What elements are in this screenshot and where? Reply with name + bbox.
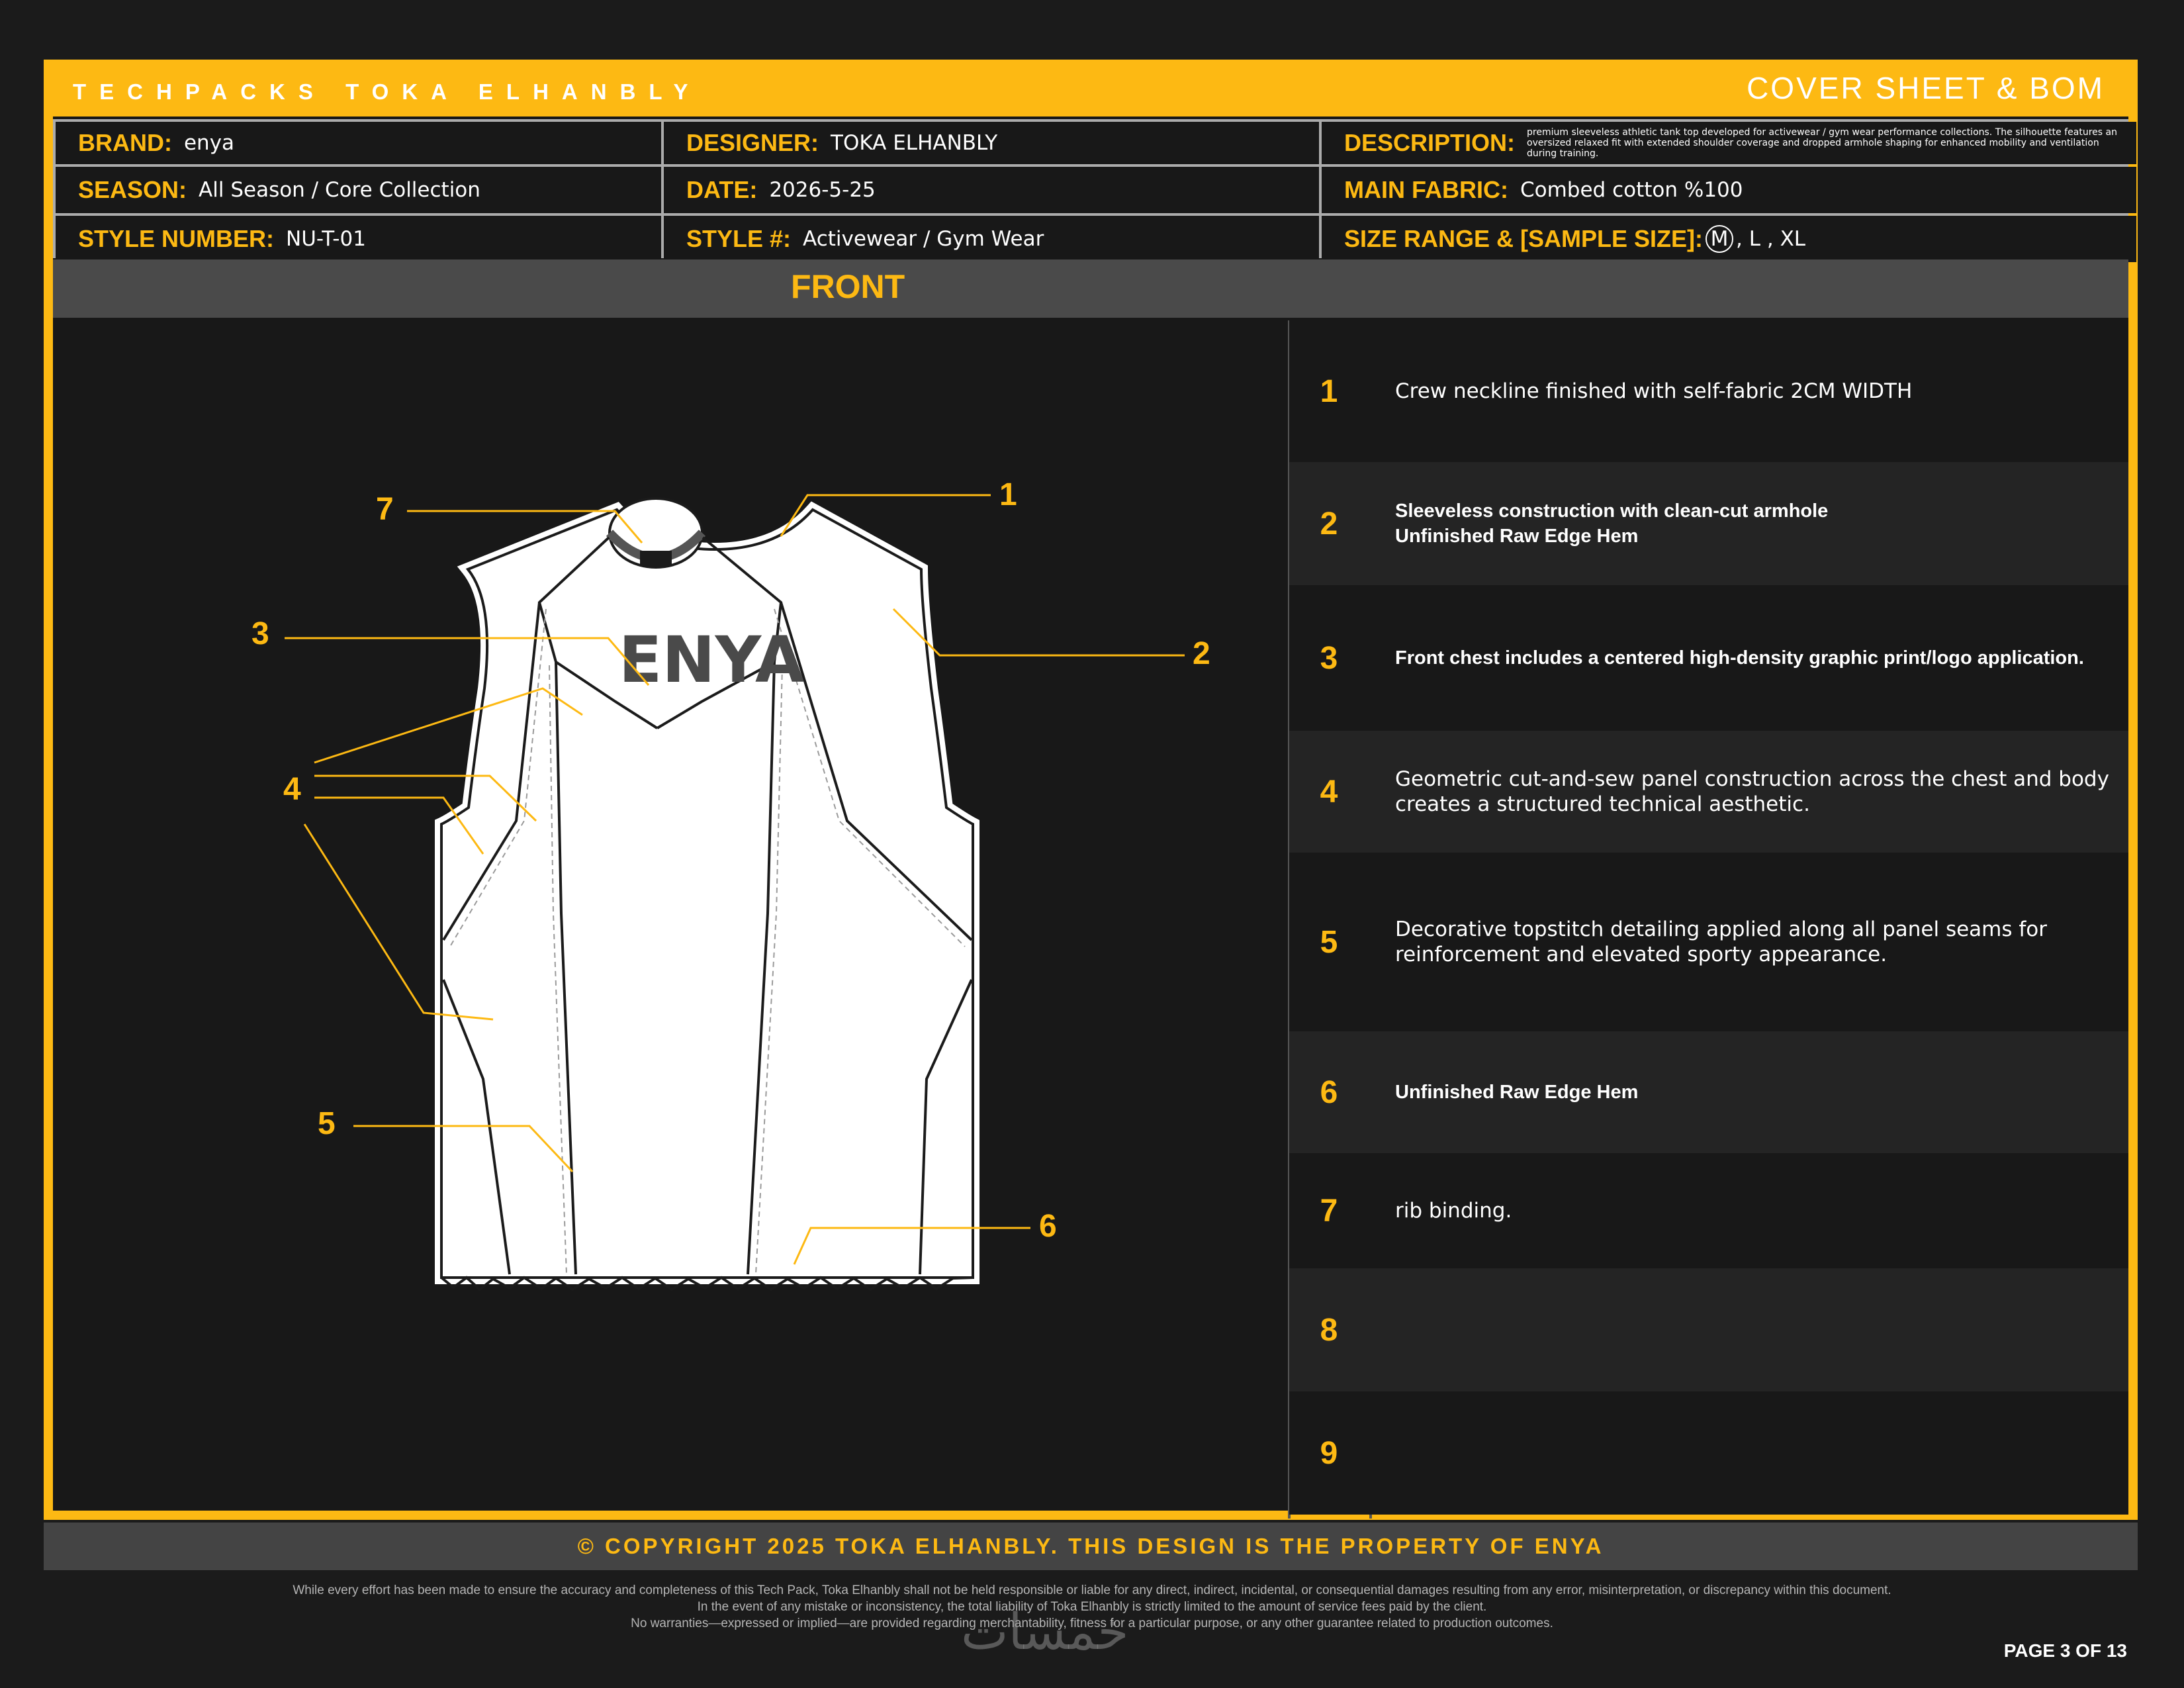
- leader-5: [353, 1125, 574, 1173]
- date-label: DATE:: [686, 176, 758, 203]
- note-number: 9: [1320, 1435, 1338, 1471]
- season-value: All Season / Core Collection: [199, 178, 480, 202]
- note-number: 7: [1320, 1193, 1338, 1229]
- designer-value: TOKA ELHANBLY: [831, 131, 998, 155]
- note-text: Unfinished Raw Edge Hem: [1395, 1082, 1639, 1103]
- style-number-cell: STYLE NUMBER: NU-T-01: [56, 216, 661, 262]
- description-cell: DESCRIPTION: premium sleeveless athletic…: [1322, 122, 2136, 164]
- leader-7: [407, 510, 643, 543]
- callout-5: 5: [318, 1106, 336, 1141]
- note-row: 2 Sleeveless construction with clean-cut…: [1289, 462, 2128, 585]
- raw-edge-hem: [440, 1276, 974, 1291]
- brand-label: BRAND:: [78, 129, 172, 156]
- main-fabric-value: Combed cotton %100: [1520, 178, 1743, 202]
- disclaimer-line-3: No warranties—expressed or implied—are p…: [631, 1617, 1553, 1630]
- leader-2: [892, 608, 1185, 657]
- note-row: 8: [1289, 1268, 2128, 1391]
- date-cell: DATE: 2026-5-25: [664, 167, 1319, 213]
- copyright-bar: © COPYRIGHT 2025 TOKA ELHANBLY. THIS DES…: [44, 1523, 2138, 1570]
- note-number: 2: [1320, 506, 1338, 541]
- brand-strip: TECHPACKS TOKA ELHANBLY: [73, 79, 702, 104]
- designer-cell: DESIGNER: TOKA ELHANBLY: [664, 122, 1319, 164]
- tank-top-flat-sketch: ENYA: [285, 494, 1185, 1291]
- construction-notes: 1 Crew neckline finished with self-fabri…: [1289, 320, 2128, 1516]
- style-cell: STYLE #: Activewear / Gym Wear: [664, 216, 1319, 262]
- leader-1: [780, 494, 991, 537]
- sheet-title: COVER SHEET & BOM: [1747, 71, 2105, 105]
- leader-4: [303, 823, 494, 1021]
- info-table: BRAND: enya DESIGNER: TOKA ELHANBLY DESC…: [53, 119, 2136, 262]
- callout-7: 7: [376, 492, 394, 527]
- note-row: 3 Front chest includes a centered high-d…: [1289, 585, 2128, 731]
- note-text: Geometric cut-and-sew panel construction…: [1395, 767, 2109, 816]
- leader-6: [793, 1227, 1030, 1265]
- note-text: Crew neckline finished with self-fabric …: [1395, 379, 1913, 403]
- copyright-text: © COPYRIGHT 2025 TOKA ELHANBLY. THIS DES…: [577, 1534, 1604, 1558]
- note-row: 9: [1289, 1391, 2128, 1515]
- note-text: Front chest includes a centered high-den…: [1395, 647, 2084, 669]
- description-label: DESCRIPTION:: [1344, 129, 1516, 156]
- callout-4: 4: [283, 772, 301, 807]
- disclaimer-line-2: In the event of any mistake or inconsist…: [697, 1600, 1487, 1614]
- designer-label: DESIGNER:: [686, 129, 819, 156]
- note-row: 1 Crew neckline finished with self-fabri…: [1289, 320, 2128, 462]
- callout-1: 1: [999, 477, 1017, 512]
- style-number-value: NU-T-01: [286, 227, 366, 251]
- style-number-label: STYLE NUMBER:: [78, 225, 274, 252]
- note-row: 5 Decorative topstitch detailing applied…: [1289, 853, 2128, 1031]
- garment-drawing-area: ENYA 1 2 3 4 5 6 7: [53, 318, 1289, 1517]
- callout-6: 6: [1039, 1209, 1057, 1244]
- note-number: 8: [1320, 1312, 1338, 1348]
- size-range-cell: SIZE RANGE & [SAMPLE SIZE]: M , L , XL: [1322, 216, 2136, 262]
- style-value: Activewear / Gym Wear: [803, 227, 1044, 251]
- note-number: 4: [1320, 774, 1338, 810]
- size-range-value: , L , XL: [1736, 227, 1806, 251]
- main-fabric-cell: MAIN FABRIC: Combed cotton %100: [1322, 167, 2136, 213]
- disclaimer: While every effort has been made to ensu…: [0, 1582, 2184, 1632]
- sample-size-value: M: [1706, 225, 1734, 253]
- main-fabric-label: MAIN FABRIC:: [1344, 176, 1508, 203]
- note-row: 4 Geometric cut-and-sew panel constructi…: [1289, 731, 2128, 853]
- page-number: PAGE 3 OF 13: [2003, 1640, 2127, 1661]
- brand-cell: BRAND: enya: [56, 122, 661, 164]
- note-number: 6: [1320, 1074, 1338, 1110]
- top-banner: [44, 60, 2138, 117]
- disclaimer-line-1: While every effort has been made to ensu…: [293, 1583, 1891, 1597]
- note-number: 5: [1320, 924, 1338, 960]
- note-text: Decorative topstitch detailing applied a…: [1395, 917, 2047, 966]
- callout-3: 3: [251, 616, 269, 651]
- date-value: 2026-5-25: [769, 178, 876, 202]
- chest-logo: ENYA: [619, 623, 805, 697]
- view-header-bar: [53, 259, 2128, 318]
- note-row: 6 Unfinished Raw Edge Hem: [1289, 1031, 2128, 1153]
- note-number: 1: [1320, 373, 1338, 409]
- brand-value: enya: [183, 131, 235, 155]
- season-label: SEASON:: [78, 176, 187, 203]
- watermark: خمسات: [961, 1602, 1129, 1661]
- callout-2: 2: [1193, 636, 1210, 671]
- view-title: FRONT: [791, 268, 905, 305]
- note-row: 7 rib binding.: [1289, 1153, 2128, 1268]
- leader-3: [285, 637, 650, 686]
- description-value: premium sleeveless athletic tank top dev…: [1527, 127, 2117, 159]
- note-text: rib binding.: [1395, 1199, 1512, 1223]
- note-text: Sleeveless construction with clean-cut a…: [1395, 500, 1829, 547]
- neck-label: [640, 551, 672, 567]
- note-number: 3: [1320, 640, 1338, 676]
- season-cell: SEASON: All Season / Core Collection: [56, 167, 661, 213]
- style-label: STYLE #:: [686, 225, 792, 252]
- size-range-label: SIZE RANGE & [SAMPLE SIZE]:: [1344, 225, 1704, 252]
